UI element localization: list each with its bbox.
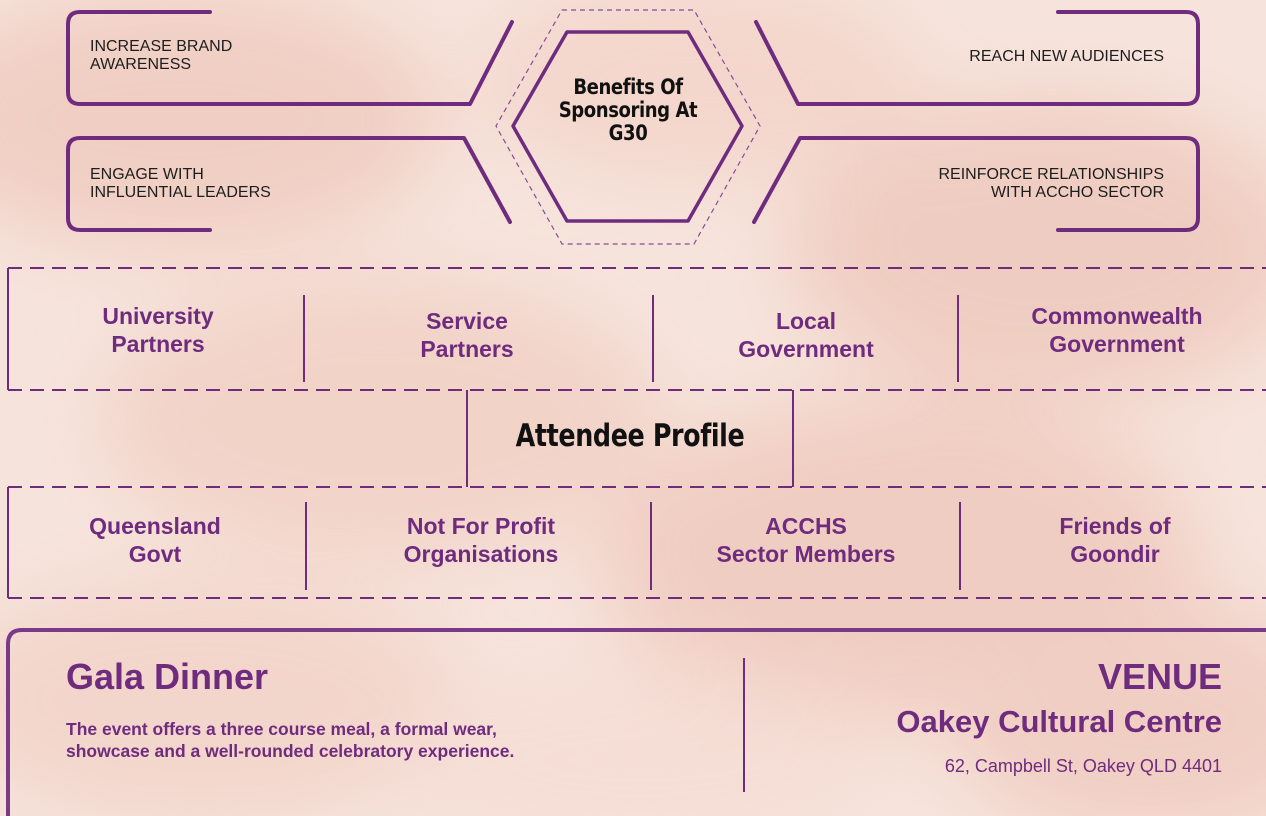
cell-line: ACCHS	[765, 513, 847, 539]
venue-name: Oakey Cultural Centre	[896, 704, 1222, 739]
attendee-university-partners: University Partners	[28, 302, 288, 358]
benefit-line: WITH ACCHO SECTOR	[990, 184, 1164, 201]
benefit-frame-top-left	[66, 10, 514, 106]
benefits-title-line: Sponsoring At	[558, 98, 698, 122]
benefits-title-line: Benefits Of	[573, 75, 683, 99]
benefit-line: INFLUENTIAL LEADERS	[90, 184, 271, 201]
benefits-title: Benefits Of Sponsoring At G30	[541, 76, 715, 145]
cell-line: Goondir	[1070, 541, 1160, 567]
benefit-line: ENGAGE WITH	[90, 166, 204, 183]
benefit-line: REINFORCE RELATIONSHIPS	[938, 166, 1164, 183]
cell-line: Partners	[420, 336, 514, 362]
cell-line: Government	[738, 336, 874, 362]
attendee-profile-title: Attendee Profile	[515, 418, 745, 454]
cell-line: Queensland	[89, 513, 221, 539]
gala-description-line: The event offers a three course meal, a …	[66, 719, 497, 739]
cell-line: Commonwealth	[1031, 303, 1203, 329]
cell-line: Not For Profit	[406, 513, 556, 539]
benefit-line: REACH NEW AUDIENCES	[969, 48, 1164, 65]
benefit-reinforce-relationships: REINFORCE RELATIONSHIPS WITH ACCHO SECTO…	[840, 166, 1164, 202]
cell-line: Organisations	[403, 541, 559, 567]
gala-panel-frame	[6, 628, 1266, 816]
attendee-queensland-govt: Queensland Govt	[20, 512, 290, 568]
benefit-line: INCREASE BRAND	[90, 38, 233, 55]
benefit-line: AWARENESS	[90, 56, 192, 73]
cell-line: University	[102, 303, 214, 329]
attendee-not-for-profit: Not For Profit Organisations	[326, 512, 636, 568]
benefit-increase-brand-awareness: INCREASE BRAND AWARENESS	[90, 38, 390, 74]
benefits-hexagon	[511, 30, 744, 223]
attendee-service-partners: Service Partners	[332, 307, 602, 363]
benefit-engage-with-leaders: ENGAGE WITH INFLUENTIAL LEADERS	[90, 166, 390, 202]
cell-line: Government	[1049, 331, 1185, 357]
attendee-local-government: Local Government	[668, 307, 944, 363]
cell-line: Sector Members	[716, 541, 896, 567]
cell-line: Local	[775, 308, 837, 334]
benefit-reach-new-audiences: REACH NEW AUDIENCES	[860, 48, 1164, 66]
benefits-hexagon-dashed	[495, 9, 761, 245]
attendee-friends-of-goondir: Friends of Goondir	[980, 512, 1250, 568]
cell-line: Govt	[128, 541, 182, 567]
benefit-frame-bottom-right	[752, 136, 1200, 232]
benefits-title-line: G30	[608, 121, 648, 145]
venue-label: VENUE	[1097, 656, 1222, 697]
cell-line: Friends of	[1059, 513, 1171, 539]
gala-description-line: showcase and a well-rounded celebratory …	[66, 741, 515, 761]
benefit-frame-bottom-left	[66, 136, 512, 232]
cell-line: Partners	[111, 331, 205, 357]
benefit-frame-top-right	[754, 10, 1200, 106]
cell-line: Service	[426, 308, 508, 334]
gala-description: The event offers a three course meal, a …	[66, 718, 706, 762]
venue-address: 62, Campbell St, Oakey QLD 4401	[944, 756, 1222, 776]
attendee-commonwealth-government: Commonwealth Government	[976, 302, 1258, 358]
attendee-acchs-sector-members: ACCHS Sector Members	[664, 512, 948, 568]
gala-title: Gala Dinner	[66, 656, 269, 697]
